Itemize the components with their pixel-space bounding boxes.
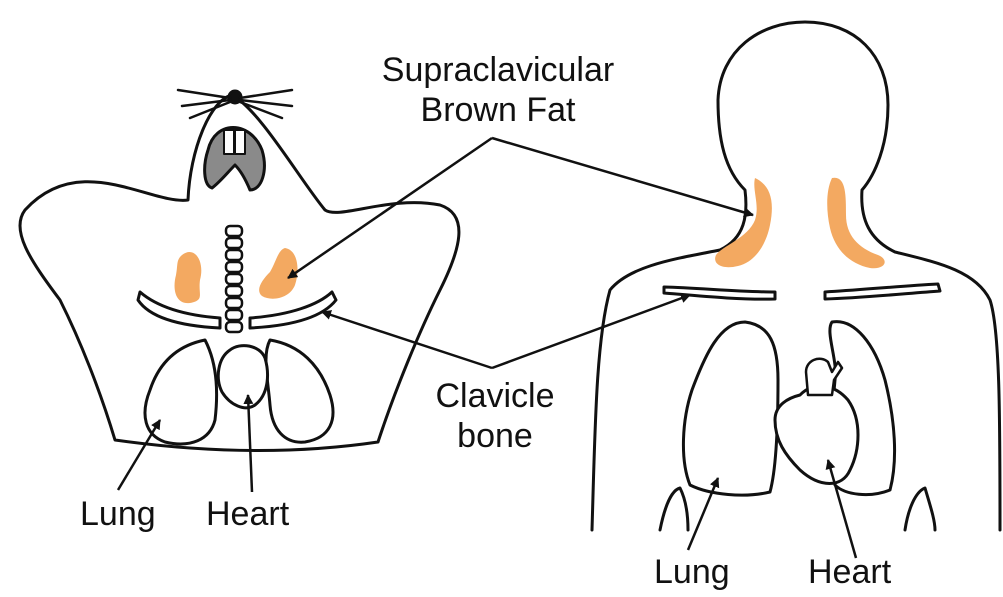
human-clavicle-right: [825, 284, 940, 299]
mouse-illustration: [20, 90, 459, 450]
human-hip-left: [660, 488, 688, 530]
clavicle-pointer-human: [492, 295, 690, 368]
mouse-clavicle-right: [250, 292, 336, 328]
human-illustration: [592, 22, 1000, 530]
mouse-brown-fat-left: [175, 252, 202, 303]
mouse-tooth-left: [224, 130, 234, 154]
brown-fat-pointer-human: [492, 138, 753, 215]
human-heart: [775, 386, 858, 484]
human-heart-label: Heart: [808, 554, 891, 591]
mouse-spine: [226, 226, 242, 332]
mouse-heart-pointer: [248, 395, 252, 492]
human-brown-fat-right: [827, 178, 884, 269]
brown-fat-pointer-mouse: [288, 138, 492, 278]
mouse-tooth-right: [235, 130, 245, 154]
supraclavicular-label-line2: Brown Fat: [358, 92, 638, 129]
clavicle-pointer-mouse: [322, 312, 492, 368]
mouse-heart-label: Heart: [206, 496, 289, 533]
mouse-lung-right: [266, 340, 333, 442]
clavicle-label-line2: bone: [400, 418, 590, 455]
human-hip-right: [905, 488, 935, 530]
human-lung-label: Lung: [654, 554, 730, 591]
human-lung-left: [683, 322, 778, 495]
supraclavicular-label-line1: Supraclavicular: [358, 52, 638, 89]
mouse-lung-pointer: [118, 420, 160, 490]
clavicle-label-line1: Clavicle: [400, 378, 590, 415]
mouse-lung-label: Lung: [80, 496, 156, 533]
mouse-brown-fat-right: [259, 248, 297, 299]
mouse-heart: [218, 346, 267, 408]
